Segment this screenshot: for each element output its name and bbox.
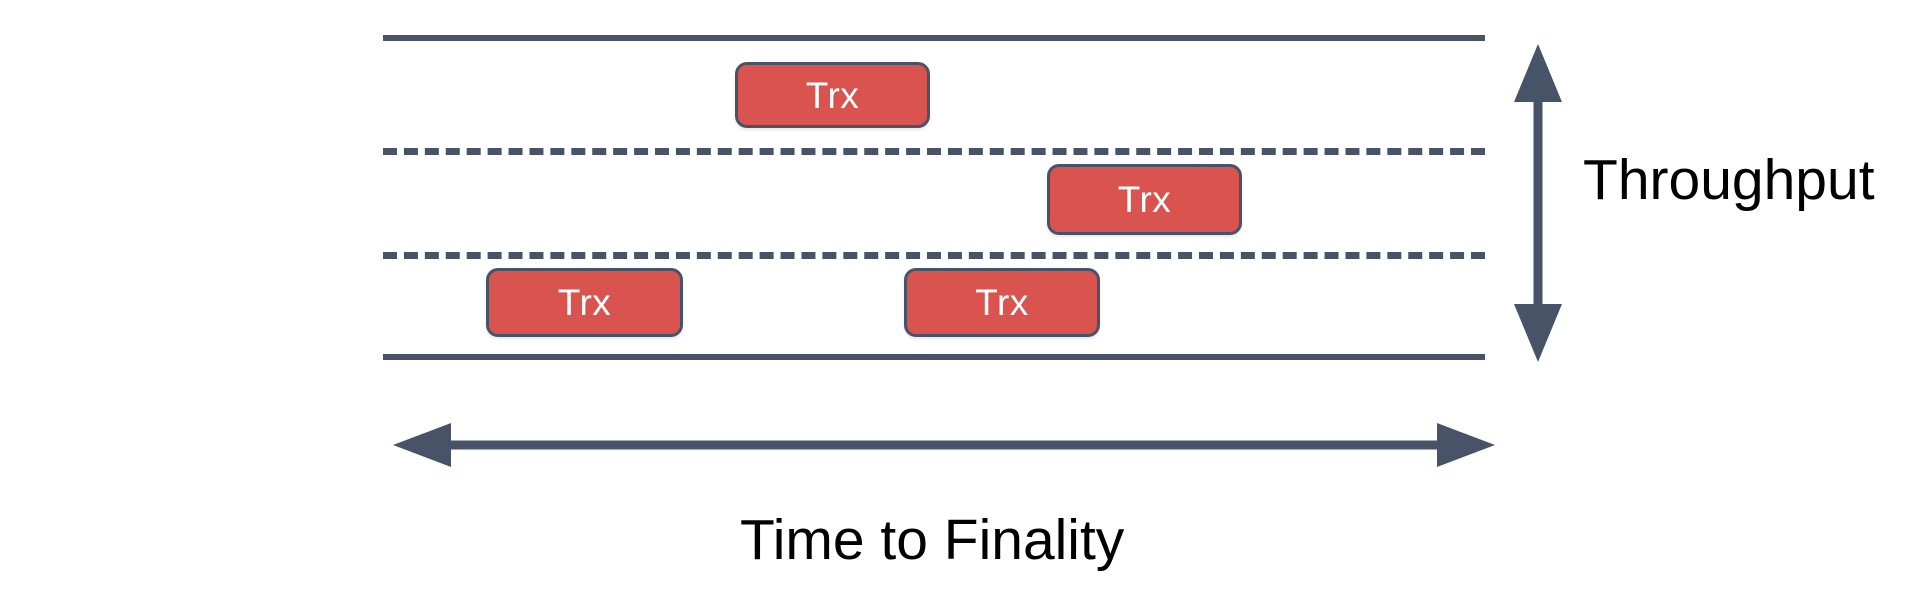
transaction-block[interactable]: Trx [486, 268, 683, 337]
throughput-arrow [1514, 44, 1562, 362]
lane-line-top-boundary [383, 35, 1485, 41]
transaction-label: Trx [975, 282, 1029, 323]
lane-line-bottom-boundary [383, 354, 1485, 360]
throughput-label: Throughput [1583, 148, 1875, 212]
time-to-finality-label: Time to Finality [740, 508, 1125, 572]
lane-line-divider-2 [383, 252, 1485, 259]
transaction-block[interactable]: Trx [735, 62, 930, 128]
transaction-block[interactable]: Trx [904, 268, 1100, 337]
transaction-block[interactable]: Trx [1047, 164, 1242, 235]
transaction-label: Trx [1117, 179, 1172, 220]
time-to-finality-arrow [393, 423, 1495, 467]
transaction-label: Trx [557, 282, 612, 323]
transaction-label: Trx [805, 74, 860, 116]
lane-line-divider-1 [383, 148, 1485, 155]
